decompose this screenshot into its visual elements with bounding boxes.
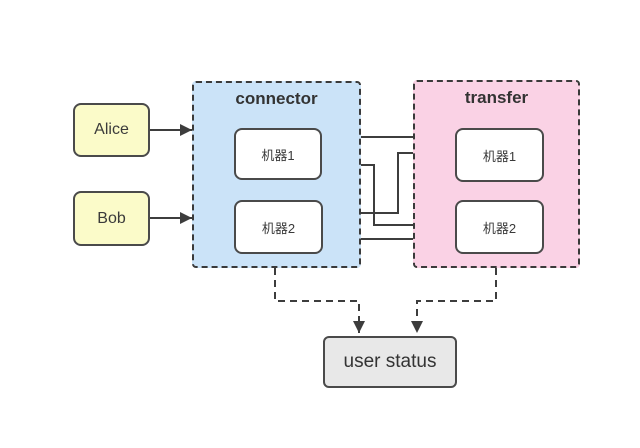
dashed-arrow-transfer-to-user-status (411, 268, 497, 333)
connector-machine-1-label: 机器1 (261, 147, 295, 163)
dashed-arrow-connector-to-user-status (274, 268, 365, 333)
bob-box: Bob (73, 191, 150, 246)
connector-machine-1-box: 机器1 (234, 128, 322, 180)
connector-zone: connector 机器1 机器2 (192, 81, 361, 268)
connector-machine-2-box: 机器2 (234, 200, 323, 254)
transfer-machine-2-box: 机器2 (455, 200, 544, 254)
transfer-zone-title: transfer (464, 88, 529, 107)
connector-machine-2-label: 机器2 (261, 220, 296, 236)
user-status-box: user status (323, 336, 457, 388)
transfer-machine-1-label: 机器1 (482, 148, 517, 164)
connector-zone-title: connector (235, 89, 318, 108)
transfer-machine-1-box: 机器1 (455, 128, 544, 182)
bob-label: Bob (97, 209, 126, 227)
transfer-machine-2-label: 机器2 (482, 220, 517, 236)
user-status-label: user status (343, 351, 437, 372)
alice-label: Alice (94, 121, 129, 138)
transfer-zone: transfer 机器1 机器2 (413, 80, 580, 268)
alice-box: Alice (73, 103, 150, 157)
